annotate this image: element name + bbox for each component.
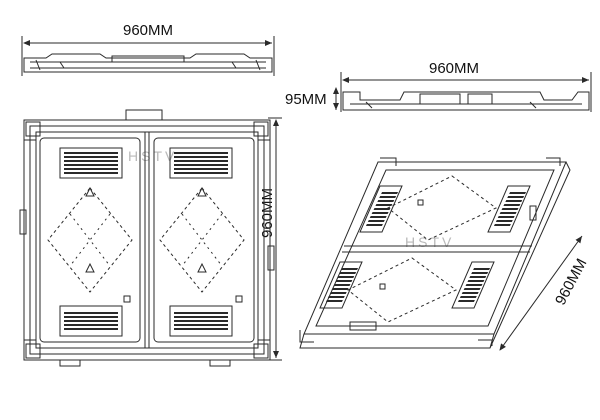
iso-edge-arrow <box>499 235 583 351</box>
top-profile <box>23 53 273 73</box>
iso-vent-br <box>451 261 495 309</box>
side-profile <box>342 91 590 111</box>
iso-connector <box>349 321 377 331</box>
diamond-left <box>47 187 133 293</box>
diamond-right <box>159 187 245 293</box>
iso-outer-frame <box>303 161 567 335</box>
iso-view <box>299 157 583 351</box>
iso-vent-bl <box>319 261 363 309</box>
top-view-width-label: 960MM <box>123 22 174 39</box>
front-handle <box>125 109 163 120</box>
vent-grille-tr <box>169 147 233 179</box>
side-view-depth-label: 95MM <box>285 91 327 108</box>
vent-grille-br <box>169 305 233 337</box>
vent-grille-bl <box>59 305 123 337</box>
front-view <box>19 109 282 367</box>
iso-vent-tl <box>359 185 403 233</box>
vent-grille-tl <box>59 147 123 179</box>
side-view-width-label: 960MM <box>429 60 480 77</box>
side-view <box>333 72 592 112</box>
iso-vent-tr <box>487 185 531 233</box>
front-outer-frame <box>23 119 271 361</box>
top-view <box>21 36 275 76</box>
